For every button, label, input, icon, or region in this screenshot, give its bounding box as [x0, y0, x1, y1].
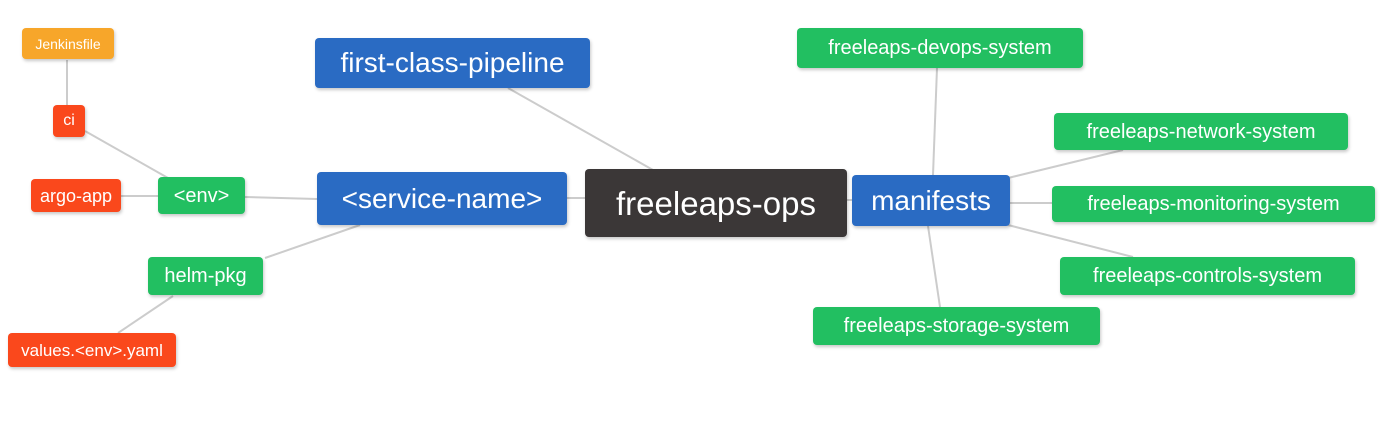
mindmap-node-env[interactable]: <env>	[158, 177, 245, 214]
edge-manifests-to-freeleaps-network-system	[1007, 149, 1124, 179]
mindmap-node-values-env-yaml[interactable]: values.<env>.yaml	[8, 333, 176, 367]
edge-manifests-to-freeleaps-devops-system	[932, 67, 938, 176]
mindmap-node-freeleaps-devops-system[interactable]: freeleaps-devops-system	[797, 28, 1083, 68]
edge-env-to-service-name	[244, 196, 318, 200]
mindmap-node-service-name[interactable]: <service-name>	[317, 172, 567, 225]
mindmap-node-freeleaps-ops[interactable]: freeleaps-ops	[585, 169, 847, 237]
mindmap-node-freeleaps-storage-system[interactable]: freeleaps-storage-system	[813, 307, 1100, 345]
mindmap-node-ci[interactable]: ci	[53, 105, 85, 137]
edge-manifests-to-freeleaps-storage-system	[927, 225, 941, 308]
edge-first-class-pipeline-to-freeleaps-ops	[507, 87, 654, 171]
edge-ci-to-env	[84, 130, 169, 179]
mindmap-node-manifests[interactable]: manifests	[852, 175, 1010, 226]
mindmap-node-jenkinsfile[interactable]: Jenkinsfile	[22, 28, 114, 59]
mindmap-node-first-class-pipeline[interactable]: first-class-pipeline	[315, 38, 590, 88]
mindmap-node-argo-app[interactable]: argo-app	[31, 179, 121, 212]
edge-helm-pkg-to-service-name	[264, 224, 361, 259]
edge-helm-pkg-to-values-env-yaml	[117, 295, 174, 334]
mindmap-node-freeleaps-network-system[interactable]: freeleaps-network-system	[1054, 113, 1348, 150]
mindmap-node-freeleaps-monitoring-system[interactable]: freeleaps-monitoring-system	[1052, 186, 1375, 222]
mindmap-node-freeleaps-controls-system[interactable]: freeleaps-controls-system	[1060, 257, 1355, 295]
mindmap-node-helm-pkg[interactable]: helm-pkg	[148, 257, 263, 295]
edge-manifests-to-freeleaps-controls-system	[1007, 224, 1134, 258]
